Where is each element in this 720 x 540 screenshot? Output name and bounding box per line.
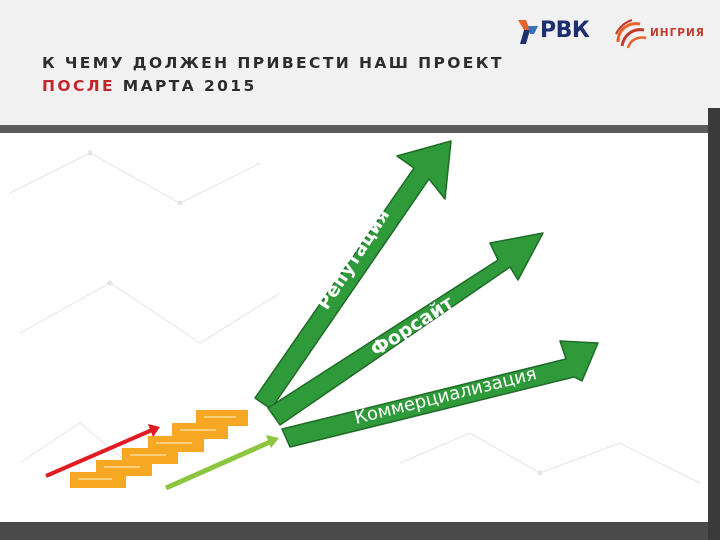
footer-band xyxy=(0,522,708,540)
ingria-emblem-icon xyxy=(615,19,647,49)
stair-step-5 xyxy=(172,423,228,439)
commercialization-label: Коммерциализация xyxy=(352,363,539,429)
right-edge-strip xyxy=(708,0,720,540)
right-edge-light xyxy=(708,0,720,108)
background-network xyxy=(9,150,701,484)
growth-diagram: Репутация Форсайт Коммерциализация xyxy=(0,133,708,522)
staircase xyxy=(70,410,248,488)
title-line-1: К ЧЕМУ ДОЛЖЕН ПРИВЕСТИ НАШ ПРОЕКТ xyxy=(42,54,504,72)
stair-step-6 xyxy=(196,410,248,426)
rvk-emblem-icon xyxy=(518,20,538,44)
reputation-arrow xyxy=(254,140,452,410)
title-line-2: МАРТА 2015 xyxy=(115,77,257,95)
forsite-label: Форсайт xyxy=(367,292,458,362)
ingria-logo-text: ИНГРИЯ xyxy=(650,27,705,39)
rvk-logo-text: РВК xyxy=(540,18,590,43)
reputation-label: Репутация xyxy=(313,205,395,314)
title-accent-word: ПОСЛЕ xyxy=(42,77,115,95)
stair-step-lines xyxy=(78,416,236,480)
forsite-arrow xyxy=(267,232,544,426)
stair-step-4 xyxy=(148,436,204,452)
ingria-logo: ИНГРИЯ xyxy=(612,16,708,52)
red-trend-arrow xyxy=(45,424,160,478)
header-divider-band xyxy=(0,125,708,133)
green-trend-arrow xyxy=(164,435,279,491)
slide-title: К ЧЕМУ ДОЛЖЕН ПРИВЕСТИ НАШ ПРОЕКТ ПОСЛЕ … xyxy=(42,52,504,98)
slide-header: К ЧЕМУ ДОЛЖЕН ПРИВЕСТИ НАШ ПРОЕКТ ПОСЛЕ … xyxy=(0,0,708,125)
rvk-logo: РВК xyxy=(516,16,600,48)
commercialization-arrow xyxy=(281,340,599,448)
diagram-canvas: Репутация Форсайт Коммерциализация xyxy=(9,140,701,491)
